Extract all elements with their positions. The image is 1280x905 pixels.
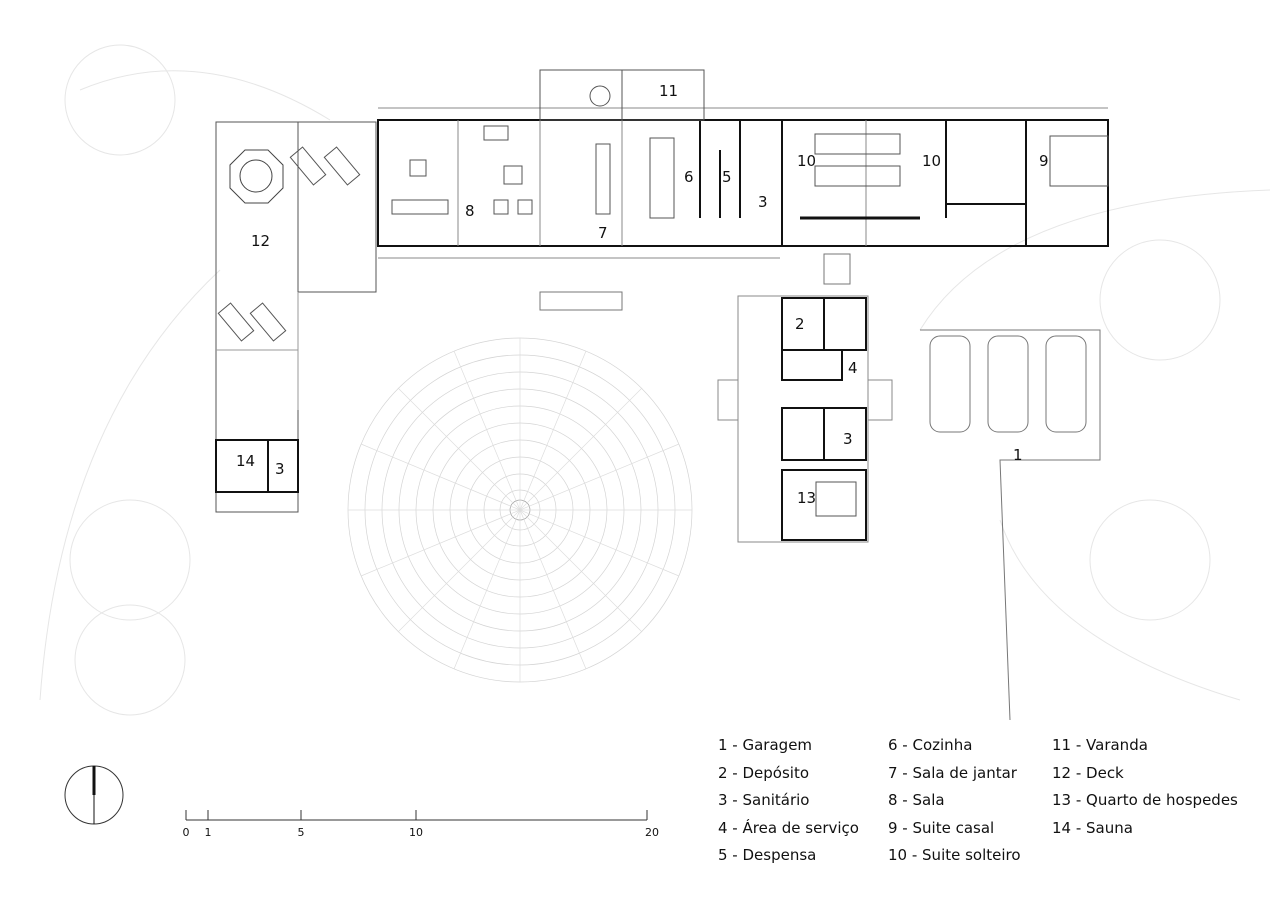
legend-column-2: 6 - Cozinha 7 - Sala de jantar 8 - Sala … <box>888 732 1021 870</box>
legend-item: 2 - Depósito <box>718 763 810 782</box>
legend-item: 8 - Sala <box>888 791 945 810</box>
service-wing <box>717 295 893 543</box>
room-label-suite-solteiro-2: 10 <box>922 152 941 170</box>
room-label-cozinha: 6 <box>684 168 694 186</box>
main-wing <box>377 107 1109 259</box>
legend-item: 14 - Sauna <box>1052 818 1133 837</box>
room-label-garagem: 1 <box>1013 446 1023 464</box>
steps <box>539 253 851 311</box>
deck <box>215 121 377 513</box>
scale-label-1: 1 <box>204 826 212 839</box>
room-label-sala-de-jantar: 7 <box>598 224 608 242</box>
room-label-deck: 12 <box>251 232 270 250</box>
room-label-despensa: 5 <box>722 168 732 186</box>
legend-item: 13 - Quarto de hospedes <box>1052 791 1238 810</box>
legend-item: 9 - Suite casal <box>888 818 995 837</box>
room-label-sanitario-sauna: 3 <box>275 460 285 478</box>
legend-item: 10 - Suite solteiro <box>888 846 1021 865</box>
scale-label-5: 5 <box>297 826 305 839</box>
room-label-suite-solteiro-1: 10 <box>797 152 816 170</box>
room-label-suite-casal: 9 <box>1039 152 1049 170</box>
legend-item: 1 - Garagem <box>718 736 813 754</box>
furniture <box>391 125 1109 219</box>
scale-label-10: 10 <box>409 826 423 839</box>
scale-label-20: 20 <box>645 826 659 839</box>
legend-item: 6 - Cozinha <box>888 736 973 754</box>
deck-chairs <box>217 146 361 342</box>
legend-item: 7 - Sala de jantar <box>888 763 1017 782</box>
circular-garden <box>347 337 693 683</box>
garage <box>920 329 1101 721</box>
legend-item: 3 - Sanitário <box>718 791 810 810</box>
room-label-deposito: 2 <box>795 315 805 333</box>
room-label-sanitario-main: 3 <box>758 193 768 211</box>
room-label-sala: 8 <box>465 202 475 220</box>
scale-label-0: 0 <box>182 826 190 839</box>
room-label-varanda: 11 <box>659 82 678 100</box>
north-arrow-icon <box>64 765 124 825</box>
hot-tub <box>229 149 284 204</box>
legend-column-3: 11 - Varanda 12 - Deck 13 - Quarto de ho… <box>1052 732 1238 842</box>
legend-item: 5 - Despensa <box>718 846 817 865</box>
sauna-block <box>215 439 299 493</box>
legend-item: 4 - Área de serviço <box>718 818 859 837</box>
legend-item: 12 - Deck <box>1052 763 1124 782</box>
legend-item: 11 - Varanda <box>1052 736 1148 754</box>
room-label-area-de-servico: 4 <box>848 359 858 377</box>
background-landscape <box>39 44 1271 716</box>
scale-bar <box>185 810 648 821</box>
legend-column-1: 1 - Garagem 2 - Depósito 3 - Sanitário 4… <box>718 732 859 870</box>
room-label-quarto-de-hospedes: 13 <box>797 489 816 507</box>
veranda <box>539 69 705 121</box>
room-label-sauna: 14 <box>236 452 255 470</box>
room-label-sanitario-guest: 3 <box>843 430 853 448</box>
room-labels: 1 2 3 3 3 4 5 6 7 8 9 10 10 11 12 13 14 <box>236 82 1049 507</box>
